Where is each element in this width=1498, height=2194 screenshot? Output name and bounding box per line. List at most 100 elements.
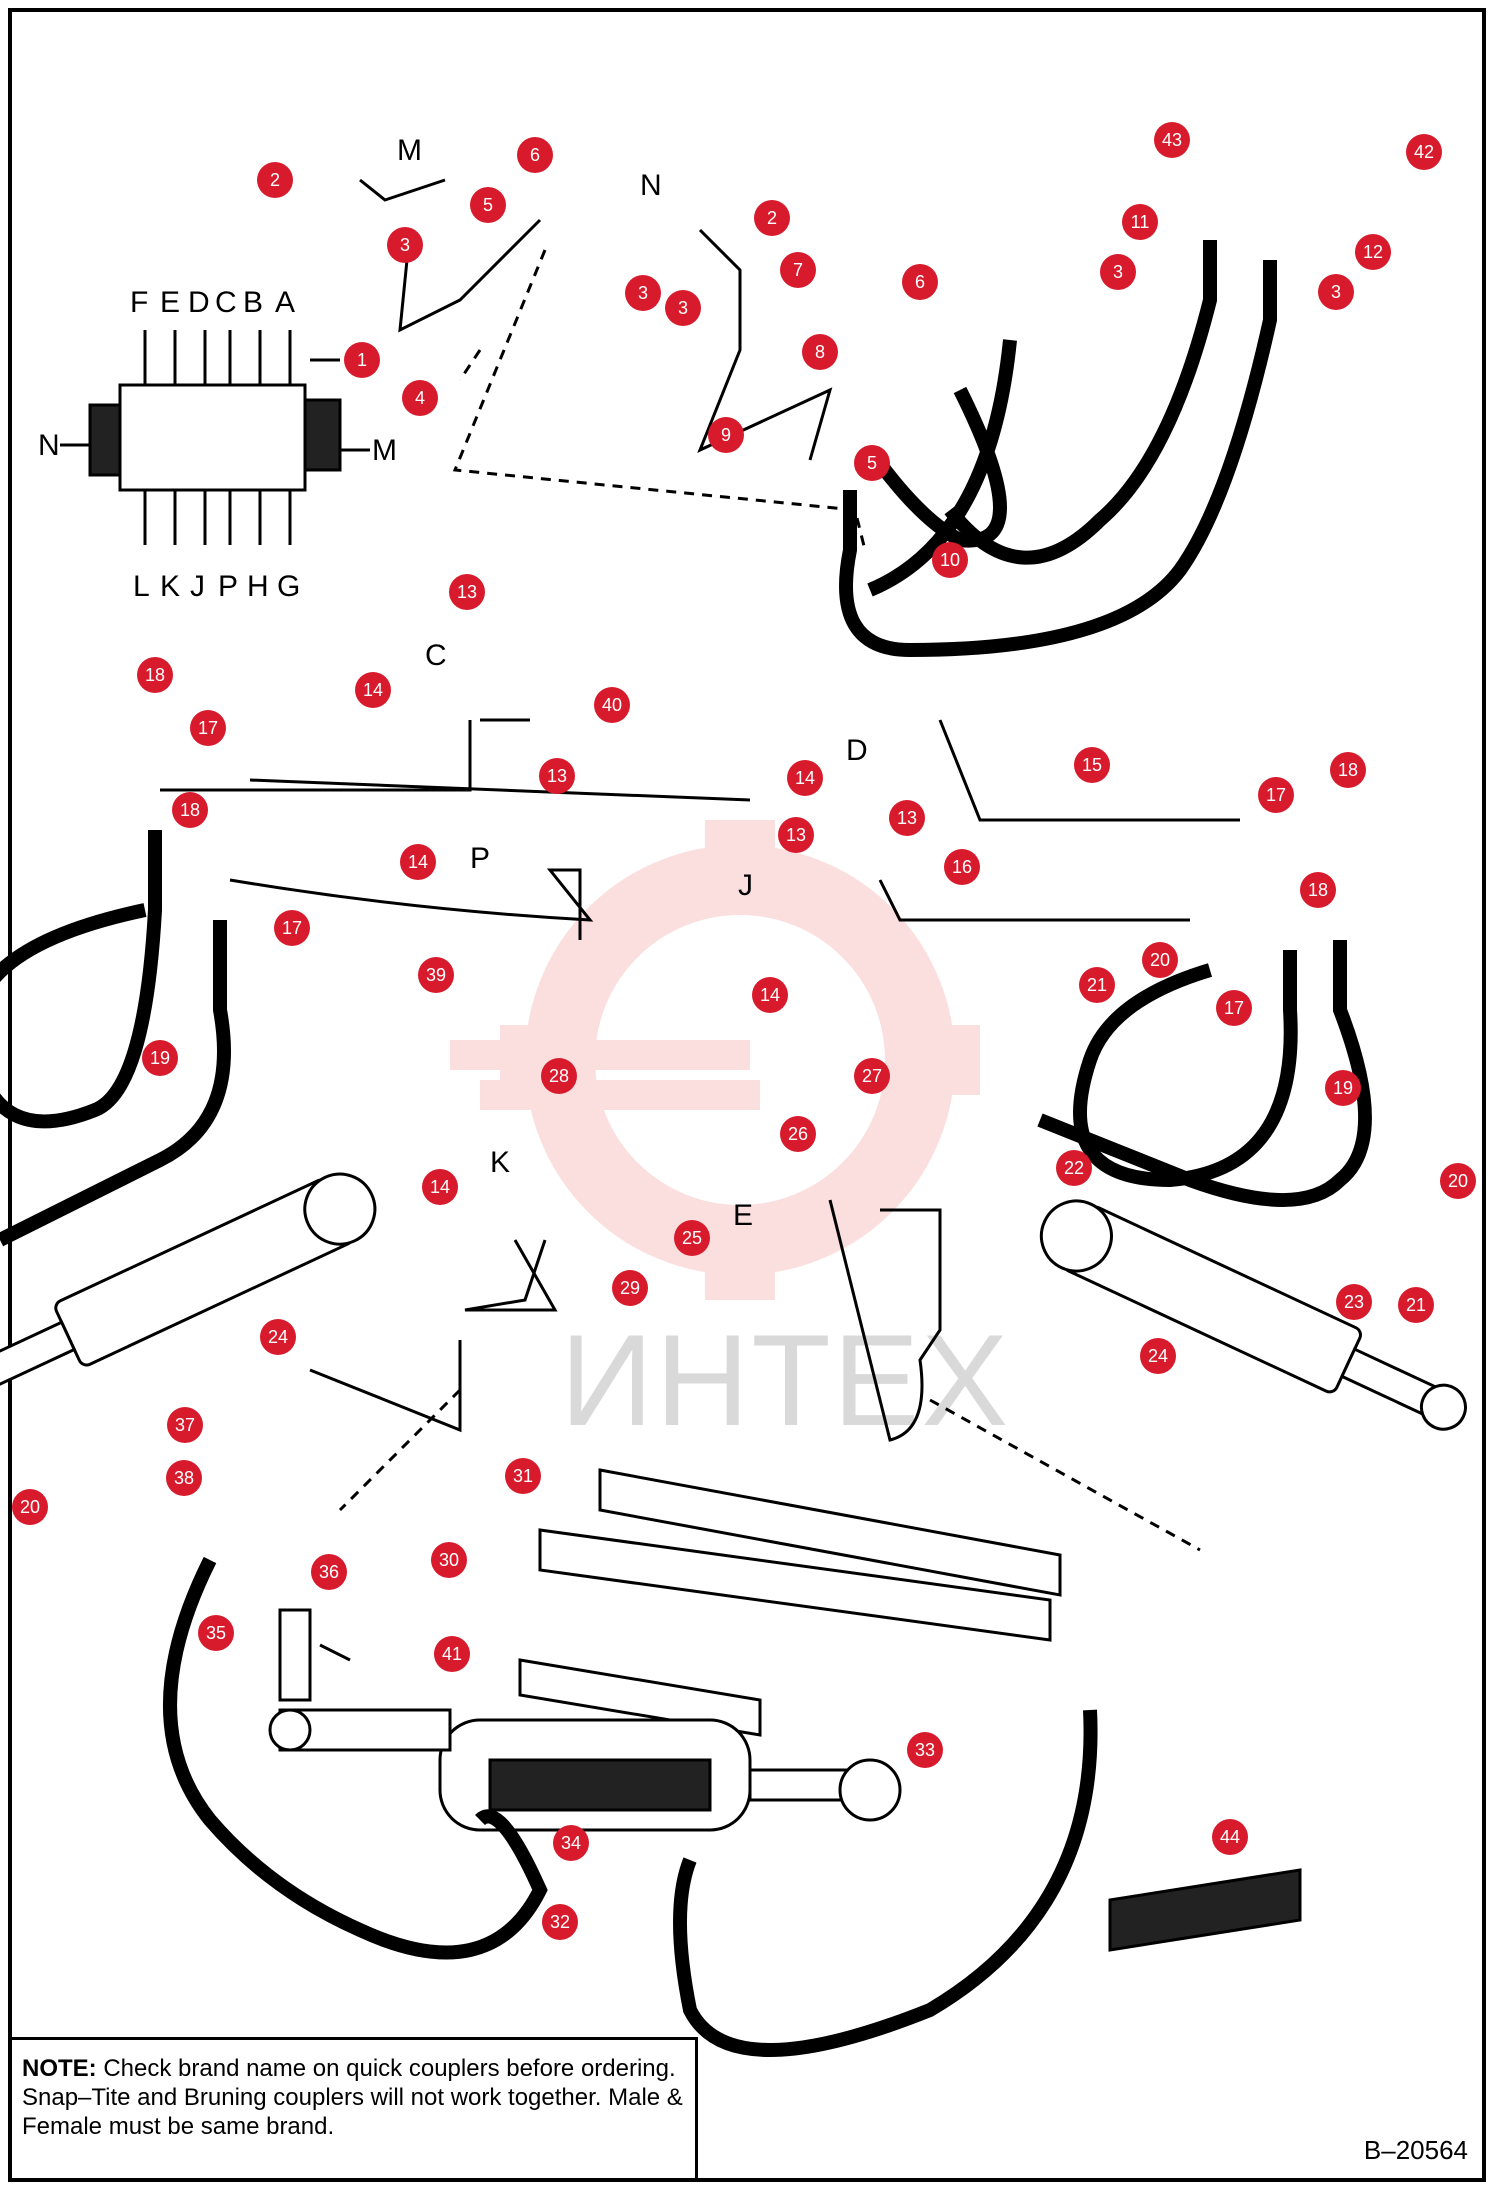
svg-text:5: 5 [867, 453, 877, 473]
callout-34: 34 [553, 1825, 589, 1861]
callout-13a: 13 [449, 574, 485, 610]
label-M: M [397, 134, 422, 167]
label-J: J [738, 869, 753, 902]
svg-text:8: 8 [815, 342, 825, 362]
callout-40: 40 [594, 687, 630, 723]
callout-20a: 20 [1142, 942, 1178, 978]
svg-text:33: 33 [915, 1740, 935, 1760]
callout-3d: 3 [1100, 254, 1136, 290]
svg-text:30: 30 [439, 1550, 459, 1570]
callout-19a: 19 [142, 1040, 178, 1076]
svg-text:18: 18 [1338, 760, 1358, 780]
callout-2b: 2 [754, 200, 790, 236]
callout-42: 42 [1406, 134, 1442, 170]
callout-10: 10 [932, 542, 968, 578]
svg-text:18: 18 [180, 800, 200, 820]
callout-4: 4 [402, 380, 438, 416]
callout-16: 16 [944, 849, 980, 885]
note-label: NOTE: [22, 2055, 97, 2082]
callout-5b: 5 [854, 445, 890, 481]
svg-text:13: 13 [547, 766, 567, 786]
svg-text:18: 18 [145, 665, 165, 685]
note-text: Check brand name on quick couplers befor… [22, 2055, 683, 2140]
callout-17b: 17 [274, 910, 310, 946]
callout-26: 26 [780, 1116, 816, 1152]
steering-cylinder [268, 1468, 1062, 1832]
svg-text:12: 12 [1363, 242, 1383, 262]
port-N-side: N [38, 429, 60, 462]
callout-14c: 14 [787, 760, 823, 796]
svg-text:43: 43 [1162, 130, 1182, 150]
svg-text:3: 3 [678, 298, 688, 318]
svg-text:3: 3 [638, 283, 648, 303]
svg-text:3: 3 [1331, 282, 1341, 302]
callout-13d: 13 [778, 817, 814, 853]
svg-text:4: 4 [415, 388, 425, 408]
svg-text:10: 10 [940, 550, 960, 570]
svg-text:25: 25 [682, 1228, 702, 1248]
label-P: P [470, 842, 490, 875]
callout-18a: 18 [137, 657, 173, 693]
callout-37: 37 [167, 1407, 203, 1443]
callout-43: 43 [1154, 122, 1190, 158]
svg-text:29: 29 [620, 1278, 640, 1298]
svg-text:11: 11 [1131, 212, 1150, 232]
svg-text:40: 40 [602, 695, 622, 715]
callout-27: 27 [854, 1058, 890, 1094]
callout-13c: 13 [889, 800, 925, 836]
svg-text:17: 17 [198, 718, 218, 738]
svg-text:42: 42 [1414, 142, 1434, 162]
callout-38: 38 [166, 1460, 202, 1496]
callout-14d: 14 [752, 977, 788, 1013]
svg-text:2: 2 [767, 208, 777, 228]
svg-text:37: 37 [175, 1415, 195, 1435]
callout-3b: 3 [625, 275, 661, 311]
port-M-side: M [372, 434, 397, 467]
callout-21b: 21 [1398, 1287, 1434, 1323]
svg-text:27: 27 [862, 1066, 882, 1086]
callout-33: 33 [907, 1732, 943, 1768]
svg-text:31: 31 [513, 1466, 533, 1486]
svg-text:14: 14 [760, 985, 780, 1005]
svg-text:16: 16 [952, 857, 972, 877]
callout-31: 31 [505, 1458, 541, 1494]
svg-text:35: 35 [206, 1623, 226, 1643]
callout-35: 35 [198, 1615, 234, 1651]
ordering-note: NOTE: Check brand name on quick couplers… [12, 2037, 698, 2182]
callout-25: 25 [674, 1220, 710, 1256]
port-E: E [160, 286, 180, 319]
svg-text:13: 13 [786, 825, 806, 845]
page-border [8, 8, 1486, 2182]
port-L: L [133, 570, 150, 603]
callout-12: 12 [1355, 234, 1391, 270]
control-valve [60, 330, 370, 545]
label-K: K [490, 1146, 510, 1179]
callout-19b: 19 [1325, 1070, 1361, 1106]
svg-text:21: 21 [1406, 1295, 1426, 1315]
svg-text:6: 6 [915, 272, 925, 292]
callout-8: 8 [802, 334, 838, 370]
svg-text:17: 17 [1224, 998, 1244, 1018]
svg-text:32: 32 [550, 1912, 570, 1932]
svg-text:2: 2 [270, 170, 280, 190]
svg-text:23: 23 [1344, 1292, 1364, 1312]
svg-text:14: 14 [408, 852, 428, 872]
port-F: F [130, 286, 148, 319]
svg-text:21: 21 [1087, 975, 1107, 995]
left-cylinder [0, 1172, 377, 1394]
svg-text:3: 3 [1113, 262, 1123, 282]
svg-text:39: 39 [426, 965, 446, 985]
port-P: P [218, 570, 238, 603]
svg-text:13: 13 [457, 582, 477, 602]
port-B: B [243, 286, 263, 319]
callout-17a: 17 [190, 710, 226, 746]
callout-2a: 2 [257, 162, 293, 198]
svg-text:22: 22 [1064, 1158, 1084, 1178]
svg-text:15: 15 [1082, 755, 1102, 775]
callout-6b: 6 [902, 264, 938, 300]
callout-44: 44 [1212, 1819, 1248, 1855]
svg-text:19: 19 [1333, 1078, 1353, 1098]
callout-17d: 17 [1216, 990, 1252, 1026]
callout-39: 39 [418, 957, 454, 993]
